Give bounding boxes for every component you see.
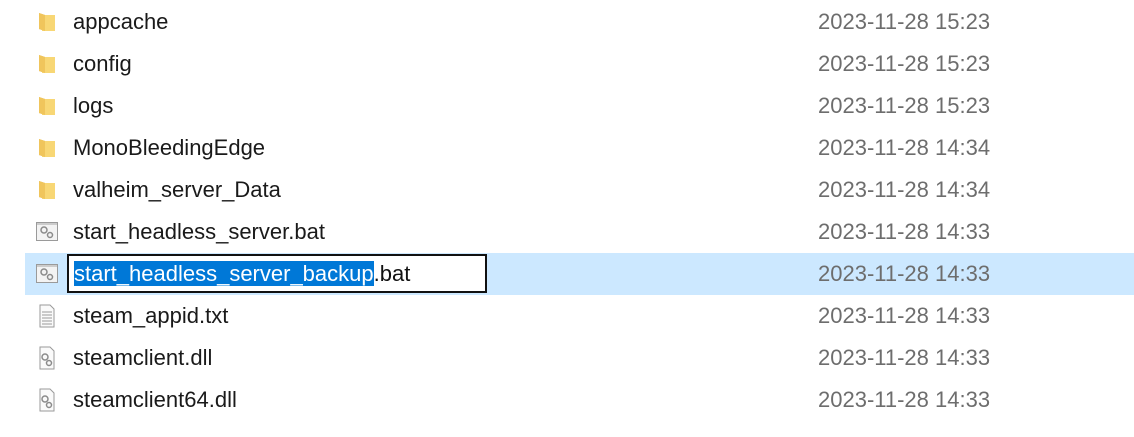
date-modified: 2023-11-28 14:34	[818, 135, 991, 160]
file-row[interactable]: appcache 2023-11-28 15:23	[25, 1, 1134, 43]
rename-input[interactable]: start_headless_server_backup.bat	[67, 254, 487, 293]
date-modified: 2023-11-28 14:33	[818, 261, 991, 286]
date-modified: 2023-11-28 14:33	[818, 387, 991, 412]
file-name[interactable]: valheim_server_Data	[73, 177, 281, 202]
file-row[interactable]: steamclient64.dll 2023-11-28 14:33	[25, 379, 1134, 421]
file-name[interactable]: steam_appid.txt	[73, 303, 229, 328]
date-modified: 2023-11-28 15:23	[818, 9, 991, 34]
rename-selected-text: start_headless_server_backup	[74, 261, 374, 286]
file-name[interactable]: logs	[73, 93, 114, 118]
file-name[interactable]: start_headless_server.bat	[73, 219, 325, 244]
date-modified: 2023-11-28 14:34	[818, 177, 991, 202]
folder-icon	[36, 136, 58, 160]
file-row[interactable]: logs 2023-11-28 15:23	[25, 85, 1134, 127]
dll-file-icon	[36, 346, 58, 370]
date-modified: 2023-11-28 14:33	[818, 303, 991, 328]
file-row[interactable]: valheim_server_Data 2023-11-28 14:34	[25, 169, 1134, 211]
file-name[interactable]: steamclient64.dll	[73, 387, 237, 412]
file-row[interactable]: steamclient.dll 2023-11-28 14:33	[25, 337, 1134, 379]
file-name[interactable]: steamclient.dll	[73, 345, 213, 370]
rename-extension: .bat	[373, 261, 411, 286]
file-row[interactable]: config 2023-11-28 15:23	[25, 43, 1134, 85]
date-modified: 2023-11-28 14:33	[818, 345, 991, 370]
file-row[interactable]: start_headless_server_backup.bat 2023-11-…	[25, 253, 1134, 295]
file-name[interactable]: MonoBleedingEdge	[73, 135, 266, 160]
file-row[interactable]: MonoBleedingEdge 2023-11-28 14:34	[25, 127, 1134, 169]
file-row[interactable]: steam_appid.txt 2023-11-28 14:33	[25, 295, 1134, 337]
file-row[interactable]: start_headless_server.bat 2023-11-28 14:3…	[25, 211, 1134, 253]
folder-icon	[36, 52, 58, 76]
date-modified: 2023-11-28 15:23	[818, 51, 991, 76]
text-file-icon	[36, 304, 58, 328]
folder-icon	[36, 178, 58, 202]
date-modified: 2023-11-28 15:23	[818, 93, 991, 118]
dll-file-icon	[36, 388, 58, 412]
file-name[interactable]: config	[73, 51, 132, 76]
batch-file-icon	[36, 262, 58, 286]
batch-file-icon	[36, 220, 58, 244]
file-name[interactable]: appcache	[73, 9, 169, 34]
folder-icon	[36, 10, 58, 34]
date-modified: 2023-11-28 14:33	[818, 219, 991, 244]
folder-icon	[36, 94, 58, 118]
